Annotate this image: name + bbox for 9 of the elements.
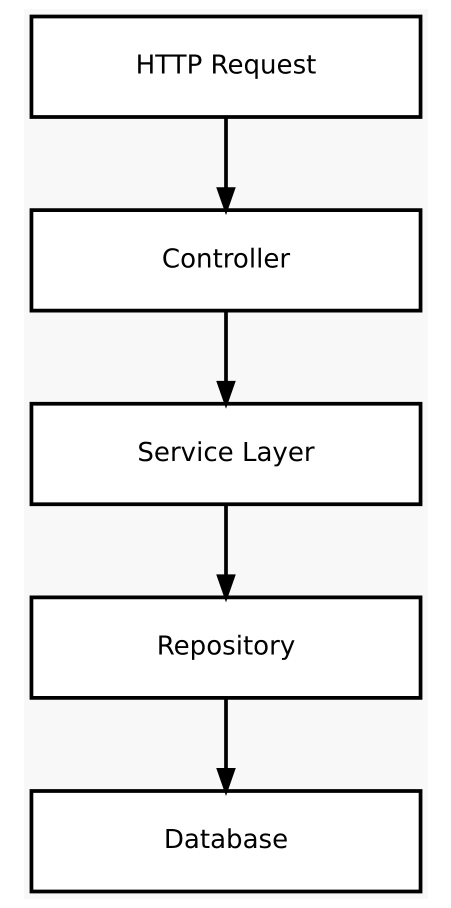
arrow [216, 698, 236, 796]
arrow [216, 117, 236, 216]
node-box: Service Layer [29, 402, 422, 506]
arrow [216, 310, 236, 409]
node-box: Controller [29, 208, 422, 312]
node-box: Repository [29, 596, 422, 700]
node-box: Database [29, 789, 422, 894]
node-box: HTTP Request [29, 14, 422, 119]
arrow [216, 504, 236, 602]
